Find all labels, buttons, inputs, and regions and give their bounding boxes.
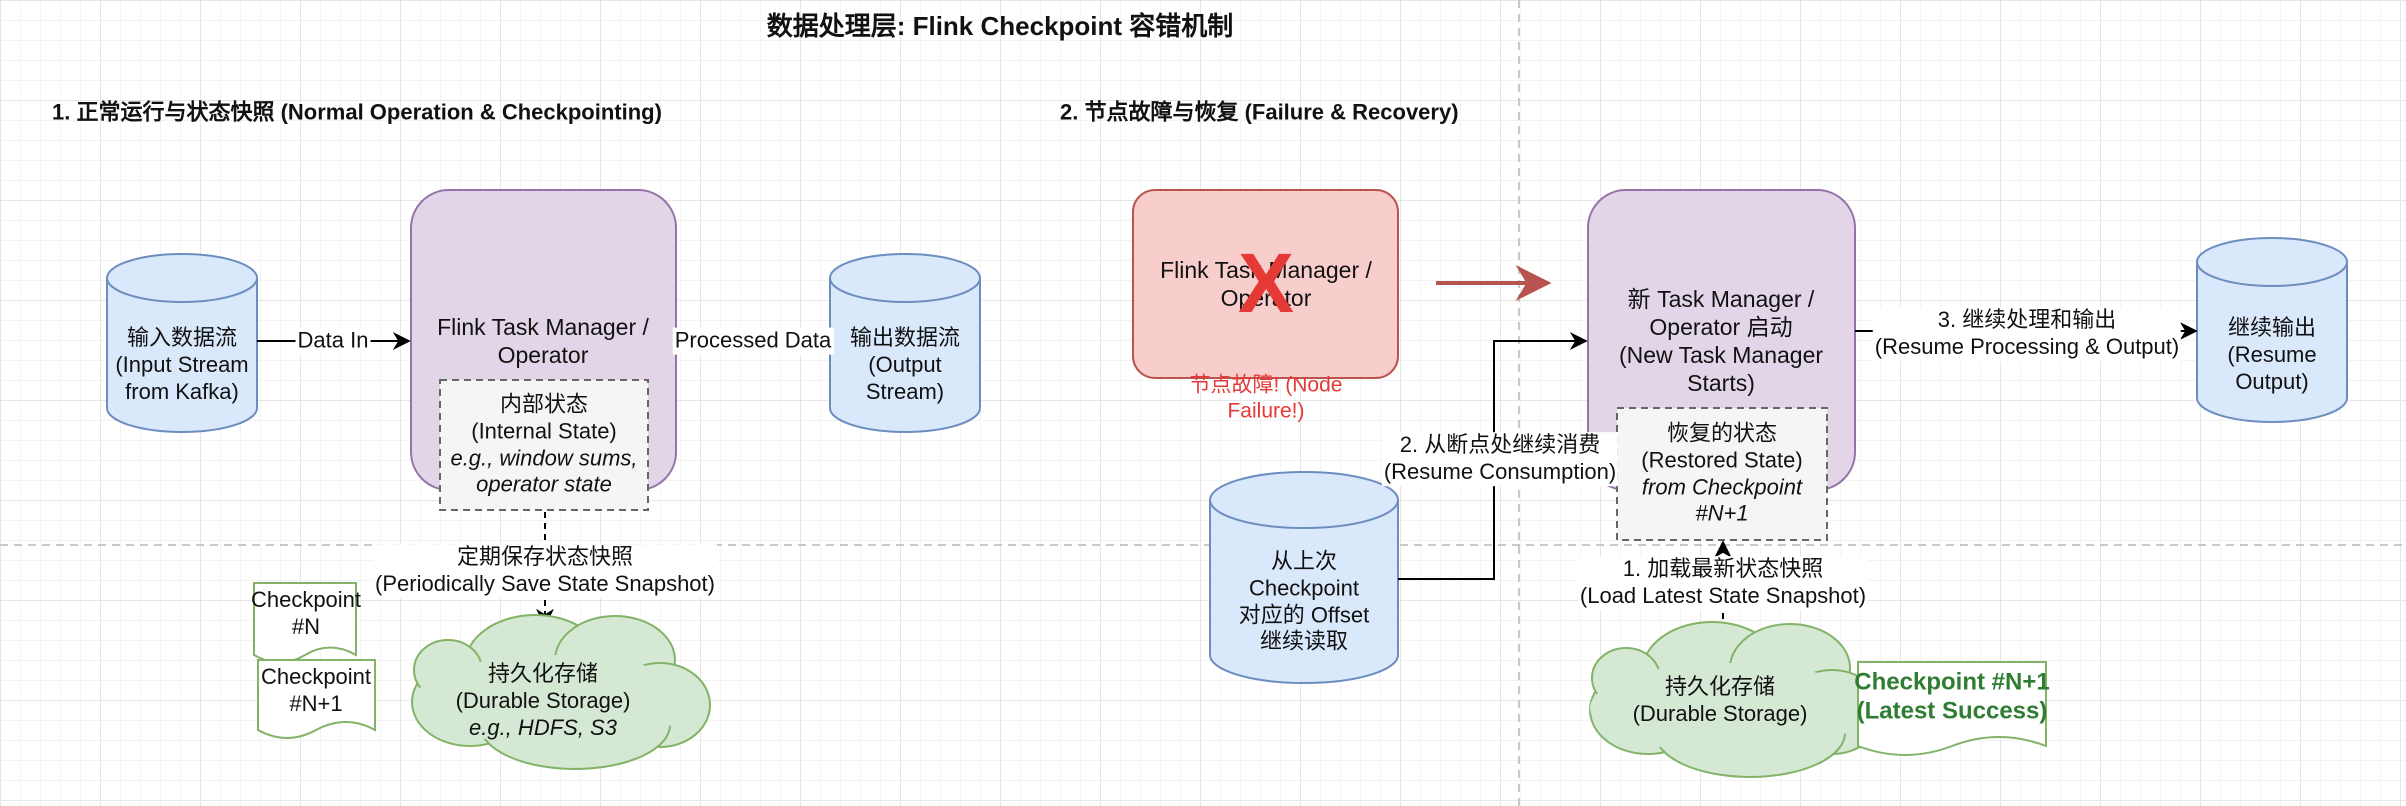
- checkpoint-n1-label: Checkpoint#N+1: [260, 664, 372, 716]
- task-manager-label: Flink Task Manager /Operator: [437, 313, 649, 368]
- input-stream-cylinder: [106, 253, 258, 433]
- durable-storage-label: 持久化存储(Durable Storage) e.g., HDFS, S3: [455, 660, 631, 740]
- internal-state-label: 内部状态(Internal State) e.g., window sums,o…: [450, 391, 638, 497]
- resume-output-cylinder: [2196, 237, 2348, 423]
- durable-storage-right-label: 持久化存储(Durable Storage): [1632, 674, 1808, 726]
- page-title: 数据处理层: Flink Checkpoint 容错机制: [766, 11, 1234, 42]
- restored-state-box: [1616, 407, 1828, 541]
- checkpoint-n-label: Checkpoint#N: [250, 587, 362, 639]
- section1-heading: 1. 正常运行与状态快照 (Normal Operation & Checkpo…: [52, 99, 662, 125]
- latest-checkpoint-document: [1857, 661, 2047, 756]
- checkpoint-n1-document: [257, 659, 376, 739]
- failed-task-manager-box: [1132, 189, 1399, 379]
- failure-x-icon: X: [1237, 236, 1295, 330]
- restored-state-label: 恢复的状态(Restored State) from Checkpoint#N+…: [1641, 420, 1803, 526]
- source-offset-cylinder: [1209, 471, 1399, 684]
- load-snapshot-label: 1. 加载最新状态快照(Load Latest State Snapshot): [1577, 556, 1869, 610]
- resume-output-label: 3. 继续处理和输出(Resume Processing & Output): [1872, 307, 2182, 361]
- internal-state-box: [439, 379, 649, 511]
- failed-task-manager-label: Flink Task Manager /Operator: [1160, 256, 1372, 311]
- processed-data-label: Processed Data: [672, 327, 834, 355]
- new-task-manager-label: 新 Task Manager /Operator 启动 (New Task Ma…: [1618, 285, 1824, 397]
- latest-checkpoint-label: Checkpoint #N+1(Latest Success): [1854, 668, 2050, 725]
- data-in-label: Data In: [295, 327, 371, 355]
- section2-heading: 2. 节点故障与恢复 (Failure & Recovery): [1060, 99, 1459, 125]
- output-stream-cylinder: [829, 253, 981, 433]
- save-snapshot-label: 定期保存状态快照(Periodically Save State Snapsho…: [373, 544, 717, 598]
- resume-consumption-label: 2. 从断点处继续消费(Resume Consumption): [1381, 432, 1619, 486]
